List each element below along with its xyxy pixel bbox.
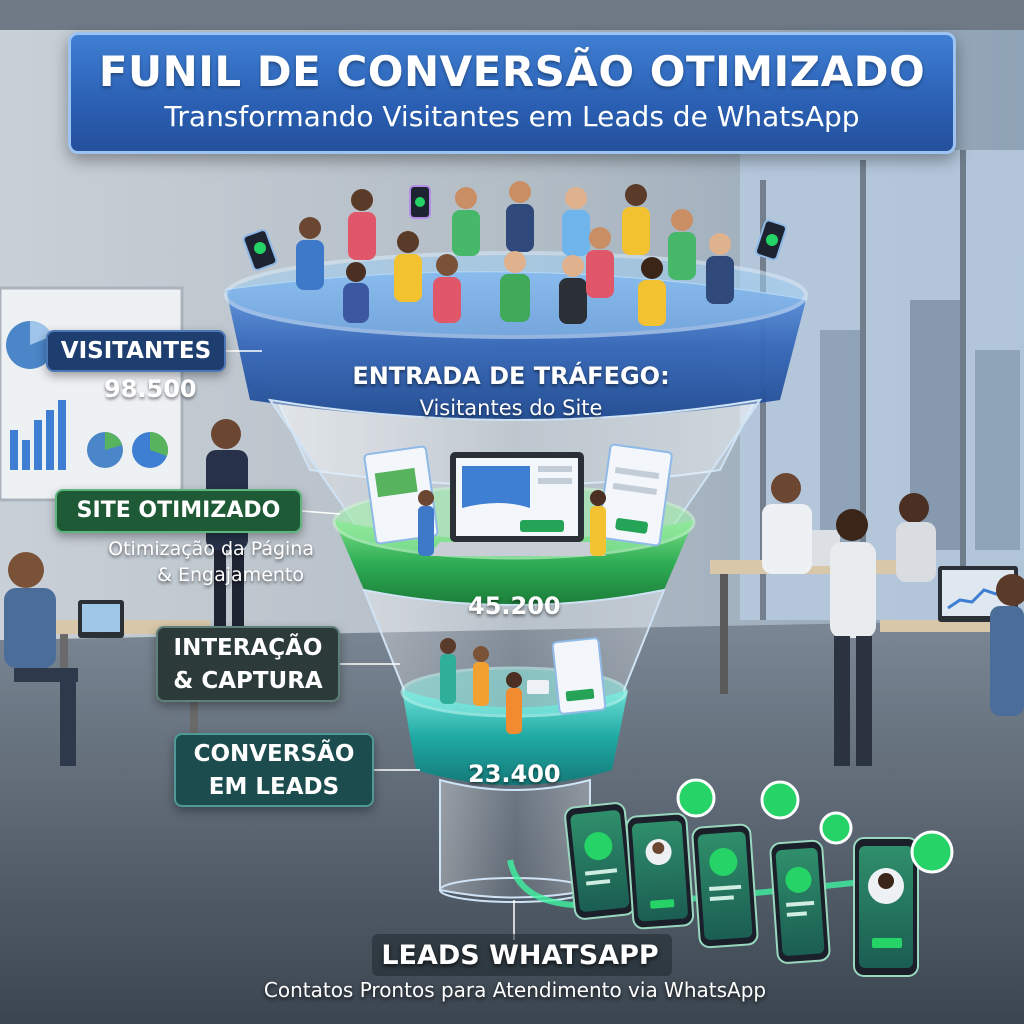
phone-icon xyxy=(242,185,787,271)
stage-label-conversao-1: CONVERSÃO xyxy=(193,741,355,767)
stage-desc-site-2: & Engajamento xyxy=(157,564,304,586)
page-title: FUNIL DE CONVERSÃO OTIMIZADO xyxy=(98,47,926,96)
stage-value-visitantes: 98.500 xyxy=(104,375,197,403)
stage-title-entrada: ENTRADA DE TRÁFEGO: xyxy=(352,362,670,390)
stage-label-conversao: CONVERSÃO EM LEADS xyxy=(174,733,374,807)
stage-title-leads: LEADS WHATSAPP xyxy=(381,940,659,971)
stage-label-interacao-2: & CAPTURA xyxy=(173,668,323,694)
stage-value-site: 45.200 xyxy=(468,592,561,620)
stage-label-site: SITE OTIMIZADO xyxy=(55,489,302,533)
stage-value-conversao: 23.400 xyxy=(468,760,561,788)
whatsapp-icon xyxy=(564,778,954,977)
stage-label-conversao-2: EM LEADS xyxy=(208,774,340,800)
laptop-icon xyxy=(428,452,606,556)
stage-label-visitantes: VISITANTES xyxy=(46,330,226,372)
stage-label-interacao-1: INTERAÇÃO xyxy=(173,635,323,661)
title-banner: FUNIL DE CONVERSÃO OTIMIZADO Transforman… xyxy=(68,32,956,154)
stage-label-interacao: INTERAÇÃO & CAPTURA xyxy=(156,626,340,702)
stage-subtitle-entrada: Visitantes do Site xyxy=(419,396,603,420)
stage-desc-site-1: Otimização da Página xyxy=(108,538,314,560)
page-subtitle: Transformando Visitantes em Leads de Wha… xyxy=(164,100,860,133)
leads-title-backdrop xyxy=(372,934,672,976)
stage-subtitle-leads: Contatos Prontos para Atendimento via Wh… xyxy=(263,978,767,1002)
